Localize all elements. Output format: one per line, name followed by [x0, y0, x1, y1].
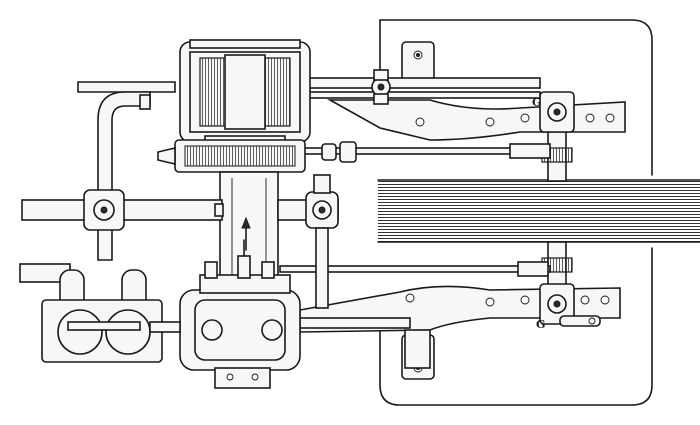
upper-piston-rod	[299, 77, 541, 99]
upper-valve-chest	[157, 139, 306, 173]
lower-cylinder	[179, 274, 301, 389]
lower-crosshead-label: G	[536, 318, 545, 331]
upper-connecting-rod	[326, 91, 626, 141]
lower-valve-gear	[204, 239, 275, 279]
steam-pipe	[77, 81, 176, 261]
lower-piston-rod	[299, 317, 411, 329]
air-pump	[19, 263, 181, 363]
rope-drum	[377, 179, 700, 243]
exhaust-pipe	[21, 174, 339, 309]
lower-crank-pin	[559, 315, 601, 327]
valve-rod	[279, 143, 551, 277]
upper-crosshead-cluster	[321, 69, 391, 163]
upper-cylinder	[179, 39, 311, 149]
upper-crosshead-label: G	[532, 96, 541, 109]
